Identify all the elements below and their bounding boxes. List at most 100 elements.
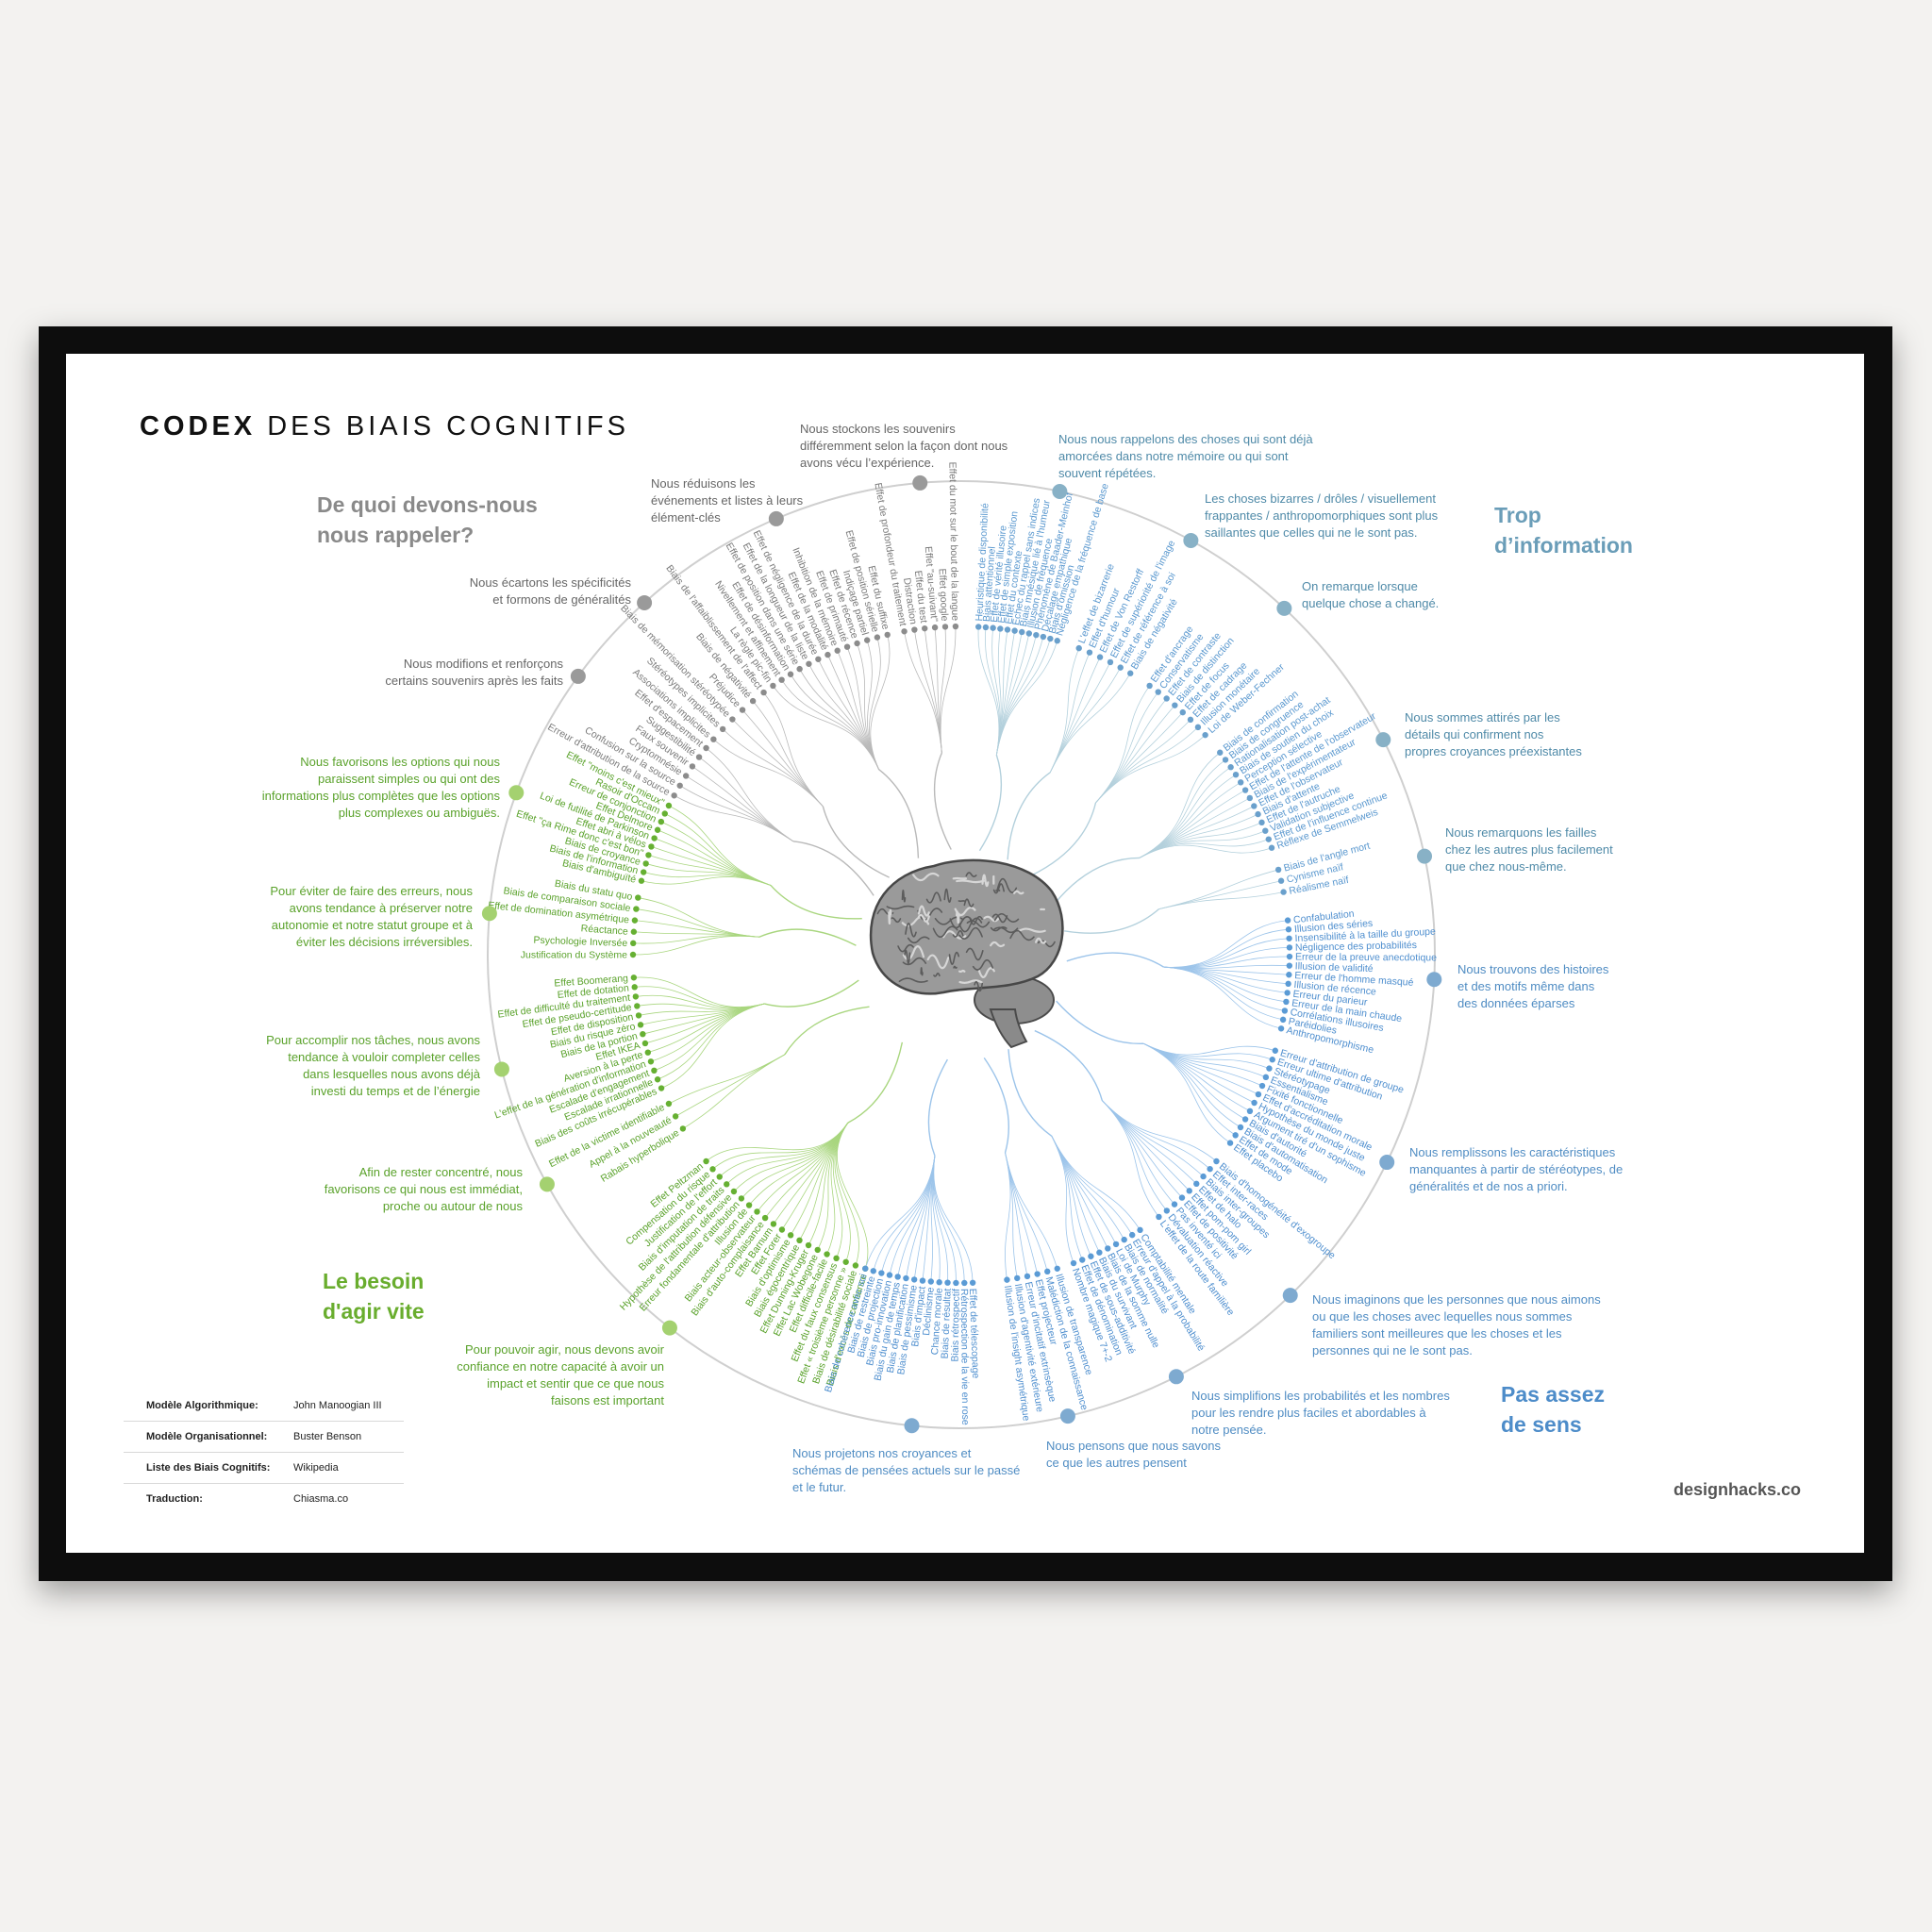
branch-line: [940, 626, 957, 754]
description-line: généralités et de nos a priori.: [1409, 1179, 1568, 1193]
bias-dot: [760, 689, 767, 696]
bias-label[interactable]: Psychologie Inversée: [533, 935, 627, 949]
category-node[interactable]: [1426, 972, 1442, 988]
bias-dot: [806, 660, 812, 667]
category-node[interactable]: [661, 1320, 677, 1336]
credit-row: Traduction:Chiasma.co: [124, 1484, 404, 1514]
bias-dot: [1272, 1047, 1278, 1054]
category-node[interactable]: [539, 1176, 555, 1192]
bias-dot: [894, 1274, 901, 1280]
bias-dot: [730, 1188, 738, 1195]
bias-label[interactable]: Réactance: [580, 923, 628, 937]
bias-dot: [1284, 917, 1291, 924]
category-node[interactable]: [508, 785, 525, 801]
bias-dot: [1171, 1201, 1178, 1208]
category-node[interactable]: [1375, 732, 1391, 748]
category-node[interactable]: [1052, 483, 1068, 499]
category-node[interactable]: [570, 668, 586, 684]
category-node[interactable]: [1059, 1408, 1075, 1424]
category-node[interactable]: [1183, 532, 1199, 548]
branch-line: [1143, 1042, 1273, 1060]
brain-fold: [933, 973, 941, 977]
bias-dot: [770, 682, 776, 690]
description-line: souvent répétées.: [1058, 466, 1157, 480]
bias-dot: [630, 928, 638, 935]
bias-label[interactable]: Illusion de validité: [1295, 960, 1374, 974]
bias-label[interactable]: Biais attentionnel: [981, 546, 998, 623]
bias-dot: [1258, 1082, 1266, 1090]
bias-label[interactable]: Effet Boomerang: [554, 973, 628, 989]
bias-dot: [1266, 1065, 1273, 1072]
bias-label[interactable]: Justification du Système: [521, 950, 627, 961]
branch-line: [995, 641, 1058, 756]
bias-dot: [1127, 670, 1134, 676]
category-node[interactable]: [768, 510, 784, 526]
category-node[interactable]: [481, 906, 497, 922]
branch-line: [1158, 891, 1284, 910]
description-line: notre pensée.: [1191, 1423, 1267, 1437]
description-line: investi du temps et de l’énergie: [310, 1084, 480, 1098]
branch-line: [799, 1123, 849, 1241]
branch-line: [1095, 698, 1167, 804]
branch-line: [635, 994, 765, 1009]
bias-label[interactable]: Rétrospection de la vie en rose: [958, 1289, 971, 1425]
category-node[interactable]: [493, 1061, 509, 1077]
cluster-trunk: [1007, 772, 1051, 860]
site-url[interactable]: designhacks.co: [1674, 1480, 1802, 1499]
description-line: Nous favorisons les options qui nous: [300, 755, 500, 769]
category-node[interactable]: [1282, 1288, 1298, 1304]
bias-label[interactable]: Erreur de la preuve anecdotique: [1295, 952, 1437, 964]
category-node[interactable]: [1379, 1155, 1395, 1171]
branch-line: [1049, 647, 1080, 773]
branch-line: [645, 863, 772, 886]
bias-dot: [778, 676, 785, 683]
bias-dot: [961, 1279, 968, 1287]
heading-line: nous rappeler?: [317, 523, 475, 547]
brain-fold: [926, 954, 950, 970]
bias-dot: [833, 1255, 840, 1262]
bias-label[interactable]: Effet de télescopage: [967, 1289, 981, 1379]
category-node[interactable]: [637, 594, 653, 610]
bias-label[interactable]: Effet google: [936, 568, 950, 622]
bias-label[interactable]: Chance morale: [929, 1288, 945, 1356]
branch-line: [870, 634, 891, 770]
bias-label[interactable]: Négligence des probabilités: [1295, 940, 1417, 954]
bias-dot: [739, 707, 746, 713]
bias-dot: [637, 1022, 644, 1028]
cluster-trunk: [1008, 1049, 1053, 1137]
branch-line: [634, 920, 759, 938]
branch-line: [1049, 657, 1101, 773]
category-node[interactable]: [1417, 848, 1433, 864]
brain-fold: [949, 916, 973, 929]
bias-dot: [1227, 764, 1234, 771]
branch-line: [1005, 1152, 1011, 1280]
category-description: Nous nous rappelons des choses qui sont …: [1058, 431, 1313, 482]
bias-label[interactable]: Biais de résultat: [940, 1288, 954, 1358]
bias-label[interactable]: Biais rétrospectif: [950, 1289, 962, 1362]
branch-line: [763, 691, 824, 808]
branch-line: [932, 1156, 949, 1283]
branch-line: [1005, 1152, 1018, 1278]
bias-dot: [1121, 1236, 1127, 1243]
credit-value: Chiasma.co: [293, 1493, 349, 1505]
category-node[interactable]: [1168, 1369, 1184, 1385]
bias-dot: [644, 1049, 652, 1056]
branch-line: [675, 1054, 786, 1117]
bias-dot: [1155, 689, 1161, 695]
brain-fold: [1009, 929, 1035, 941]
brain-fold: [1017, 927, 1046, 933]
category-node[interactable]: [1276, 600, 1292, 616]
branch-line: [1102, 1100, 1159, 1218]
category-node[interactable]: [912, 475, 928, 491]
bias-dot: [863, 637, 871, 643]
bias-dot: [778, 1226, 786, 1233]
branch-line: [1139, 759, 1226, 858]
description-line: Nous stockons les souvenirs: [800, 422, 956, 436]
bias-label[interactable]: Effet du mot sur le bout de la langue: [946, 461, 960, 621]
category-node[interactable]: [904, 1418, 920, 1434]
cluster-trunk: [978, 755, 1002, 852]
brain-fold: [958, 926, 983, 940]
bias-label[interactable]: Déclinisme: [921, 1287, 937, 1336]
